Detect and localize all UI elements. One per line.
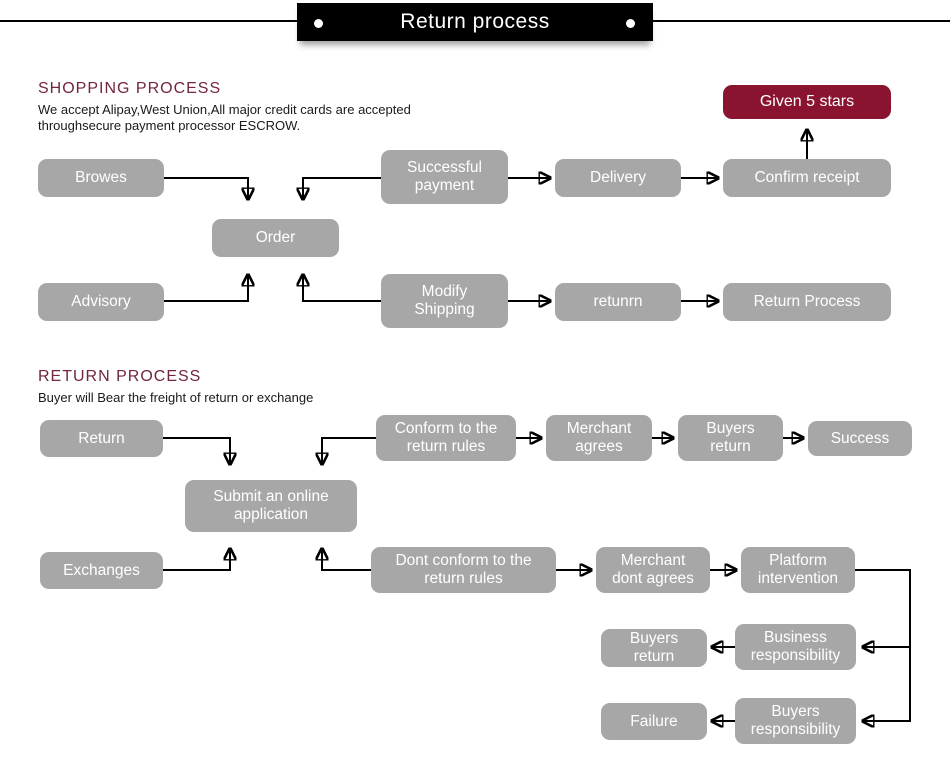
node-failure: Failure — [601, 703, 707, 740]
banner-title: Return process — [400, 10, 550, 33]
node-given-5-stars: Given 5 stars — [723, 85, 891, 119]
arrow-successful-payment-to-order — [303, 177, 381, 198]
node-delivery: Delivery — [555, 159, 681, 197]
arrow-modify-shipping-to-order — [303, 276, 381, 302]
node-browes: Browes — [38, 159, 164, 197]
arrow-platform-to-buyers-responsibility — [855, 569, 911, 721]
node-confirm-receipt: Confirm receipt — [723, 159, 891, 197]
node-buyers-return-top: Buyers return — [678, 415, 783, 461]
node-dont-conform-rules: Dont conform to the return rules — [371, 547, 556, 593]
arrow-browes-to-order — [164, 177, 248, 198]
node-successful-payment: Successful payment — [381, 150, 508, 204]
node-merchant-dont-agrees: Merchant dont agrees — [596, 547, 710, 593]
arrow-conform-rules-to-submit — [322, 437, 376, 463]
node-advisory: Advisory — [38, 283, 164, 321]
node-return: Return — [40, 420, 163, 457]
arrow-exchanges-to-submit — [163, 550, 230, 571]
node-submit-application: Submit an online application — [185, 480, 357, 532]
node-platform-intervention: Platform intervention — [741, 547, 855, 593]
node-exchanges: Exchanges — [40, 552, 163, 589]
node-return-process: Return Process — [723, 283, 891, 321]
node-modify-shipping: Modify Shipping — [381, 274, 508, 328]
shopping-process-subtitle: We accept Alipay,West Union,All major cr… — [38, 102, 411, 133]
node-success: Success — [808, 421, 912, 456]
node-merchant-agrees: Merchant agrees — [546, 415, 652, 461]
banner-dot-icon — [626, 19, 635, 28]
return-process-heading: RETURN PROCESS — [38, 368, 202, 385]
title-banner: Return process — [297, 3, 653, 41]
node-buyers-return-bottom: Buyers return — [601, 629, 707, 667]
node-retunrn: retunrn — [555, 283, 681, 321]
node-order: Order — [212, 219, 339, 257]
node-business-responsibility: Business responsibility — [735, 624, 856, 670]
arrow-return-to-submit — [163, 437, 230, 463]
arrow-advisory-to-order — [164, 276, 248, 302]
shopping-process-heading: SHOPPING PROCESS — [38, 80, 222, 97]
arrow-dont-conform-to-submit — [322, 550, 371, 571]
return-process-subtitle: Buyer will Bear the freight of return or… — [38, 390, 314, 405]
node-buyers-responsibility: Buyers responsibility — [735, 698, 856, 744]
node-conform-rules: Conform to the return rules — [376, 415, 516, 461]
banner-dot-icon — [314, 19, 323, 28]
